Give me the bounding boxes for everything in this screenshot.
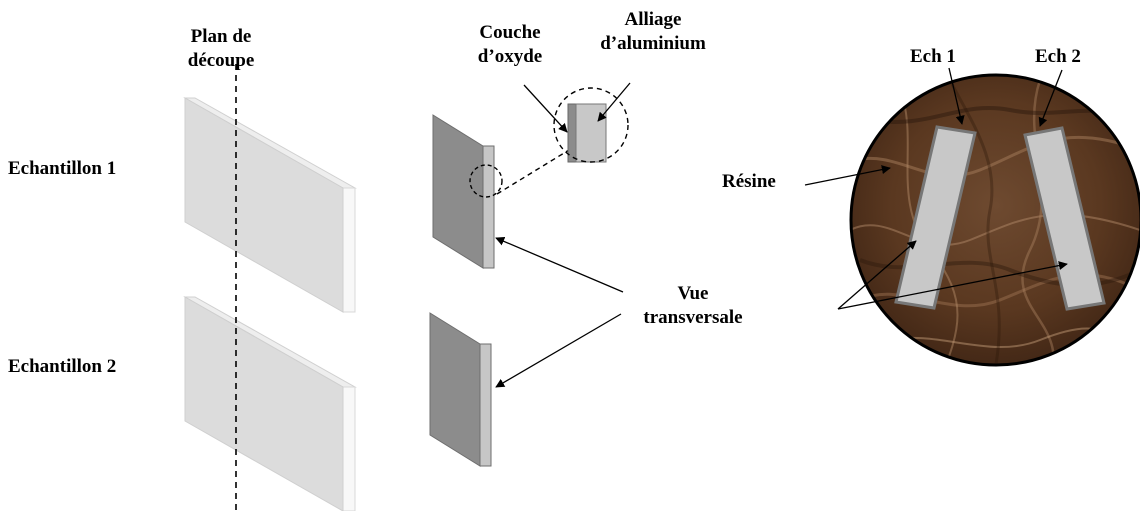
ech-1-arrow [948, 67, 965, 125]
zoom-connector-lower [496, 149, 570, 195]
alloy-label: Alliage d’aluminium [583, 8, 723, 56]
cross-view-arrow-2 [495, 313, 622, 388]
cross-view-label: Vue transversale [613, 282, 773, 330]
resin-label: Résine [722, 171, 776, 192]
ech-2-arrow [1038, 69, 1063, 127]
oxide-layer-label-line-2: d’oxyde [477, 46, 543, 67]
cross-section-1-face [432, 114, 484, 269]
sample-2-plate-face [184, 296, 344, 511]
cross-section-2-edge [479, 343, 492, 467]
cutting-plane-label: Plan de découpe [161, 25, 281, 73]
sample-1-plate-face [184, 97, 344, 313]
embedded-sample-2 [1023, 126, 1106, 311]
cross-view-arrow-1 [495, 237, 624, 293]
sample-1-plate [183, 97, 357, 313]
disk-view-arrow-1 [837, 240, 917, 310]
resine-arrow [804, 165, 891, 186]
cross-section-2 [429, 312, 492, 467]
cross-section-1-edge [482, 145, 495, 269]
disk-view-arrow-2 [837, 261, 1068, 310]
cross-view-label-line-2: transversale [643, 307, 743, 328]
cutting-plane-label-line-1: Plan de [190, 26, 252, 47]
sample-2-plate [183, 296, 357, 511]
cross-section-1 [432, 114, 495, 269]
cross-section-2-face [429, 312, 481, 467]
ech-1-label: Ech 1 [910, 46, 956, 67]
sample-1-label: Echantillon 1 [8, 158, 117, 179]
resin-mount [849, 73, 1140, 367]
oxide-layer-arrow [523, 84, 568, 133]
resin-disk-outline [849, 73, 1140, 367]
ech-2-label: Ech 2 [1035, 46, 1081, 67]
cutting-plane-label-line-2: découpe [187, 50, 255, 71]
sample-2-plate-side [342, 386, 356, 511]
alloy-arrow [597, 82, 631, 122]
zoom-source-circle [469, 164, 503, 198]
sample-1-plate-side [342, 187, 356, 313]
zoom-detail-oxide-layer [567, 103, 577, 163]
sample-2-label: Echantillon 2 [8, 356, 117, 377]
oxide-layer-label: Couche d’oxyde [455, 21, 565, 69]
alloy-label-line-2: d’aluminium [600, 33, 706, 54]
oxide-layer-label-line-1: Couche [479, 22, 541, 43]
cross-view-label-line-1: Vue [677, 283, 709, 304]
zoom-detail-alloy-layer [575, 103, 607, 163]
zoom-detail-circle [553, 87, 629, 163]
alloy-label-line-1: Alliage [624, 9, 682, 30]
